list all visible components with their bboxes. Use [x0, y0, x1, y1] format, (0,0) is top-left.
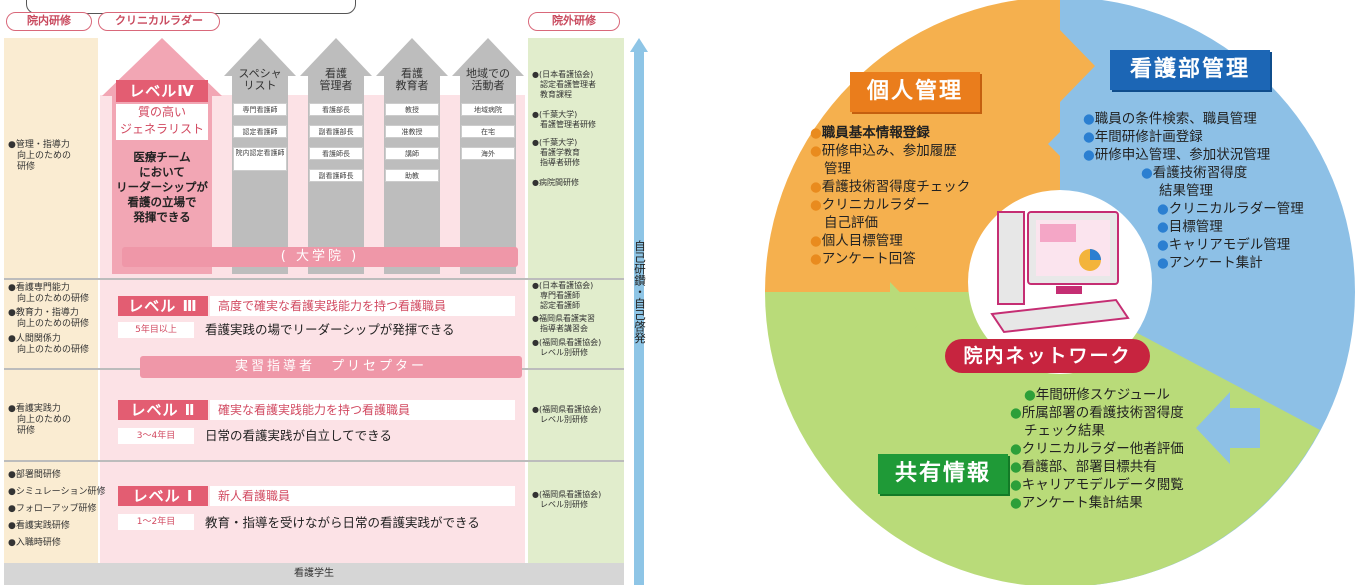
- preceptor-band: 実習指導者 プリセプター: [140, 356, 522, 378]
- personal-item: ●アンケート回答: [810, 251, 916, 267]
- external-column: [528, 38, 624, 563]
- left-item: ●人間関係力 向上のための研修: [8, 334, 90, 355]
- nursing-item: ●研修申込管理、参加状況管理: [1083, 147, 1271, 163]
- self-dev-arrow: [630, 38, 648, 585]
- level1-sub: 教育・指導を受けながら日常の看護実践ができる: [205, 515, 480, 530]
- shared-item: ●アンケート集計結果: [1010, 495, 1143, 511]
- career-box: 専門看護師: [233, 103, 287, 116]
- bottom-bar: 看護学生: [4, 563, 624, 585]
- nursing-item: ●職員の条件検索、職員管理: [1083, 111, 1257, 127]
- pill-inhouse: 院内研修: [6, 12, 92, 31]
- shared-item: ●キャリアモデルデータ閲覧: [1010, 477, 1184, 493]
- nursing-item: ●目標管理: [1157, 219, 1223, 235]
- ladder-diagram: 院内研修 クリニカルラダー 院外研修 スペシャリスト 看護管理者 看護教育者 地…: [0, 0, 660, 585]
- level4-sub: 質の高い ジェネラリスト: [116, 104, 208, 140]
- career-box: 准教授: [385, 125, 439, 138]
- divider: [4, 278, 624, 280]
- career-title-specialist: スペシャリスト: [238, 67, 282, 92]
- shared-item: ●看護部、部署目標共有: [1010, 459, 1157, 475]
- pill-clinical: クリニカルラダー: [98, 12, 220, 31]
- daigakuin-band: ( 大学院 ): [122, 247, 518, 267]
- personal-item: ●研修申込み、参加履歴: [810, 143, 957, 159]
- shared-item: ●年間研修スケジュール: [1024, 387, 1170, 403]
- level3-tag: レベル Ⅲ: [118, 296, 208, 316]
- self-dev-label: 自己研鑽・自己啓発: [633, 240, 647, 344]
- right-item: ●(日本看護協会) 認定看護管理者 教育課程: [532, 70, 596, 99]
- personal-item: ●看護技術習得度チェック: [810, 179, 971, 195]
- nursing-item: ●年間研修計画登録: [1083, 129, 1203, 145]
- career-title-community: 地域での活動者: [466, 67, 510, 92]
- personal-item: ●個人目標管理: [810, 233, 903, 249]
- left-item: ●看護実践研修: [8, 521, 70, 531]
- level3-desc: 高度で確実な看護実践能力を持つ看護職員: [210, 296, 515, 316]
- level2-sub: 日常の看護実践が自立してできる: [205, 428, 392, 443]
- left-item: ●看護専門能力 向上のための研修: [8, 283, 90, 304]
- shared-item: ●所属部署の看護技術習得度: [1010, 405, 1184, 421]
- left-item: ●入職時研修: [8, 538, 61, 548]
- shared-title: 共有情報: [878, 454, 1008, 494]
- left-item: ●教育力・指導力 向上のための研修: [8, 308, 90, 329]
- left-item: ●管理・指導力 向上のための 研修: [8, 140, 72, 172]
- nursing-item: ●キャリアモデル管理: [1157, 237, 1291, 253]
- left-item: ●シミュレーション研修: [8, 487, 106, 497]
- personal-item: ●クリニカルラダー: [810, 197, 930, 213]
- right-item: ●(福岡県看護協会) レベル別研修: [532, 490, 602, 509]
- career-box: 副看護部長: [309, 125, 363, 138]
- right-item: ●(千葉大学) 看護学教育 指導者研修: [532, 138, 580, 167]
- level1-tag: レベル Ⅰ: [118, 486, 208, 506]
- nursing-title: 看護部管理: [1110, 50, 1270, 90]
- shared-item: ●クリニカルラダー他者評価: [1010, 441, 1184, 457]
- right-item: ●(日本看護協会) 専門看護師 認定看護師: [532, 281, 594, 310]
- right-item: ●(福岡県看護協会) レベル別研修: [532, 405, 602, 424]
- level4-tag: レベルⅣ: [116, 80, 208, 102]
- career-box: 教授: [385, 103, 439, 116]
- career-box: 助教: [385, 169, 439, 182]
- wheel-graphic: [765, 0, 1355, 585]
- right-item: ●(千葉大学) 看護管理者研修: [532, 110, 596, 129]
- career-box: 副看護師長: [309, 169, 363, 182]
- wheel-diagram: 院内ネットワーク 個人管理 ●職員基本情報登録 ●研修申込み、参加履歴 管理 ●…: [760, 0, 1360, 585]
- level3-sub: 看護実践の場でリーダーシップが発揮できる: [205, 322, 455, 337]
- right-item: ●(福岡県看護協会) レベル別研修: [532, 338, 602, 357]
- level1-years: 1〜2年目: [118, 514, 194, 530]
- level2-years: 3〜4年目: [118, 428, 194, 444]
- career-box: 在宅: [461, 125, 515, 138]
- career-title-educator: 看護教育者: [395, 67, 429, 92]
- pill-external: 院外研修: [528, 12, 620, 31]
- level4-desc: 医療チーム において リーダーシップが 看護の立場で 発揮できる: [116, 150, 208, 224]
- divider: [4, 460, 624, 462]
- career-box: 院内認定看護師: [233, 147, 287, 171]
- career-box: 看護部長: [309, 103, 363, 116]
- personal-list: ●職員基本情報登録 ●研修申込み、参加履歴 管理 ●看護技術習得度チェック ●ク…: [810, 124, 970, 268]
- personal-item: 管理: [824, 161, 851, 177]
- shared-list: ●年間研修スケジュール ●所属部署の看護技術習得度 チェック結果 ●クリニカルラ…: [1010, 386, 1184, 512]
- nursing-item: ●クリニカルラダー管理: [1157, 201, 1304, 217]
- level3-years: 5年目以上: [118, 322, 194, 338]
- inhouse-column: [4, 38, 98, 563]
- network-title: 院内ネットワーク: [945, 339, 1150, 373]
- career-title-manager: 看護管理者: [319, 67, 353, 92]
- nursing-item: ●アンケート集計: [1157, 255, 1263, 271]
- nursing-list: ●職員の条件検索、職員管理 ●年間研修計画登録 ●研修申込管理、参加状況管理 ●…: [1083, 110, 1304, 272]
- personal-item: 自己評価: [824, 215, 878, 231]
- career-box: 認定看護師: [233, 125, 287, 138]
- right-item: ●病院間研修: [532, 178, 579, 187]
- level1-desc: 新人看護職員: [210, 486, 515, 506]
- left-item: ●部署間研修: [8, 470, 61, 480]
- nursing-item: ●看護技術習得度: [1141, 165, 1248, 181]
- level2-tag: レベル Ⅱ: [118, 400, 208, 420]
- career-box: 講師: [385, 147, 439, 160]
- level2-desc: 確実な看護実践能力を持つ看護職員: [210, 400, 515, 420]
- personal-item: ●職員基本情報登録: [810, 125, 930, 141]
- left-item: ●看護実践力 向上のための 研修: [8, 404, 72, 436]
- nursing-item: 結果管理: [1159, 183, 1213, 199]
- right-item: ●福岡県看護実習 指導者講習会: [532, 314, 595, 333]
- career-box: 海外: [461, 147, 515, 160]
- career-box: 看護師長: [309, 147, 363, 160]
- personal-title: 個人管理: [850, 72, 980, 112]
- shared-item: チェック結果: [1024, 423, 1105, 439]
- left-item: ●フォローアップ研修: [8, 504, 97, 514]
- career-box: 地域病院: [461, 103, 515, 116]
